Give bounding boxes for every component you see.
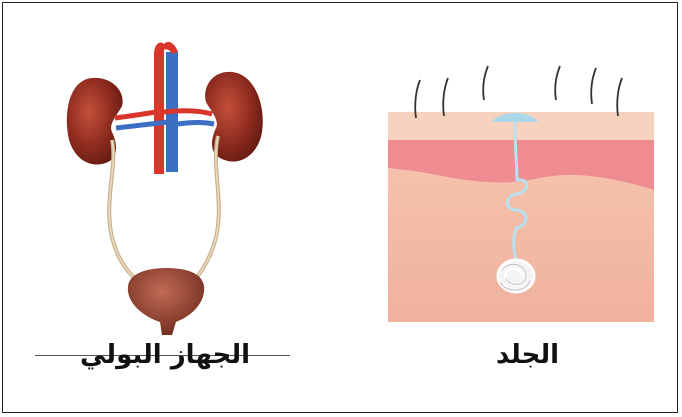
- aorta: [154, 42, 164, 174]
- right-kidney: [205, 72, 263, 162]
- right-ureter: [192, 136, 219, 284]
- bladder: [128, 268, 204, 335]
- hairs: [415, 66, 622, 118]
- urinary-system-illustration: [60, 40, 280, 335]
- skin-cross-section-illustration: [380, 60, 665, 330]
- skin-caption: الجلد: [496, 340, 559, 370]
- urinary-system-caption: الجهاز البولي: [80, 340, 250, 370]
- left-ureter: [109, 140, 140, 284]
